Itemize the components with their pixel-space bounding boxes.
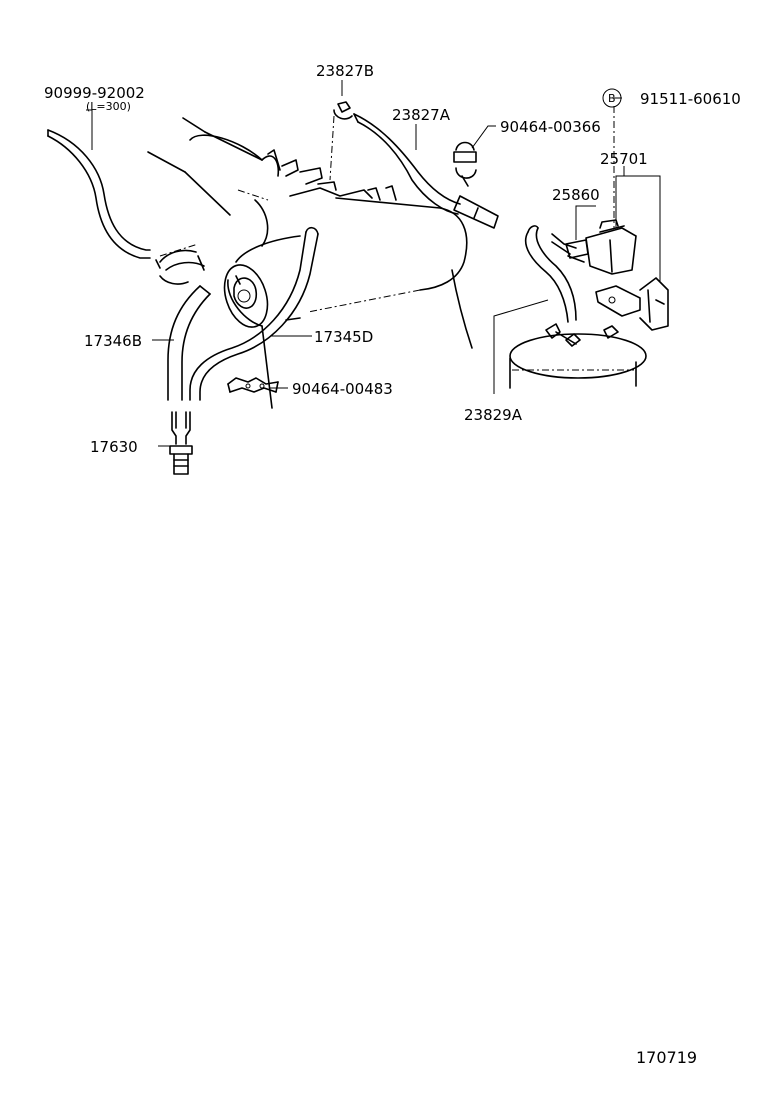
label-17345d: 17345D bbox=[314, 328, 373, 346]
clip-23827b bbox=[329, 101, 353, 181]
label-90464-00483: 90464-00483 bbox=[292, 380, 393, 398]
label-25701: 25701 bbox=[600, 150, 648, 168]
clamp-upper-left bbox=[155, 243, 205, 285]
clamp-90464-00366 bbox=[453, 141, 477, 187]
badge-b-circle bbox=[602, 88, 622, 108]
drawing-number: 170719 bbox=[636, 1048, 698, 1067]
label-23827b: 23827B bbox=[316, 62, 374, 80]
vacuum-switch-17630 bbox=[169, 411, 193, 475]
hose-17346b bbox=[167, 285, 211, 401]
intake-assembly-outline bbox=[147, 117, 473, 409]
part-labels: 90999-92002 (L=300) 23827B 23827A 90464-… bbox=[44, 62, 741, 456]
label-25860: 25860 bbox=[552, 186, 600, 204]
hose-23827a bbox=[353, 113, 499, 229]
label-90999-92002: 90999-92002 bbox=[44, 84, 145, 102]
label-23827a: 23827A bbox=[392, 106, 451, 124]
label-91511-60610: 91511-60610 bbox=[640, 90, 741, 108]
label-90999-length: (L=300) bbox=[86, 100, 131, 113]
label-90464-00366: 90464-00366 bbox=[500, 118, 601, 136]
charcoal-canister bbox=[509, 323, 647, 389]
label-17346b: 17346B bbox=[84, 332, 142, 350]
label-badge-b: B bbox=[608, 92, 616, 105]
leader-lines bbox=[86, 80, 661, 447]
label-17630: 17630 bbox=[90, 438, 138, 456]
label-23829a: 23829A bbox=[464, 406, 523, 424]
hose-23829a bbox=[524, 225, 577, 323]
vsv-25860 bbox=[565, 219, 637, 275]
hose-90999-92002 bbox=[47, 129, 151, 259]
hose-17345d bbox=[189, 226, 319, 401]
clip-90464-00483 bbox=[227, 377, 279, 393]
bracket-25701 bbox=[595, 277, 669, 331]
